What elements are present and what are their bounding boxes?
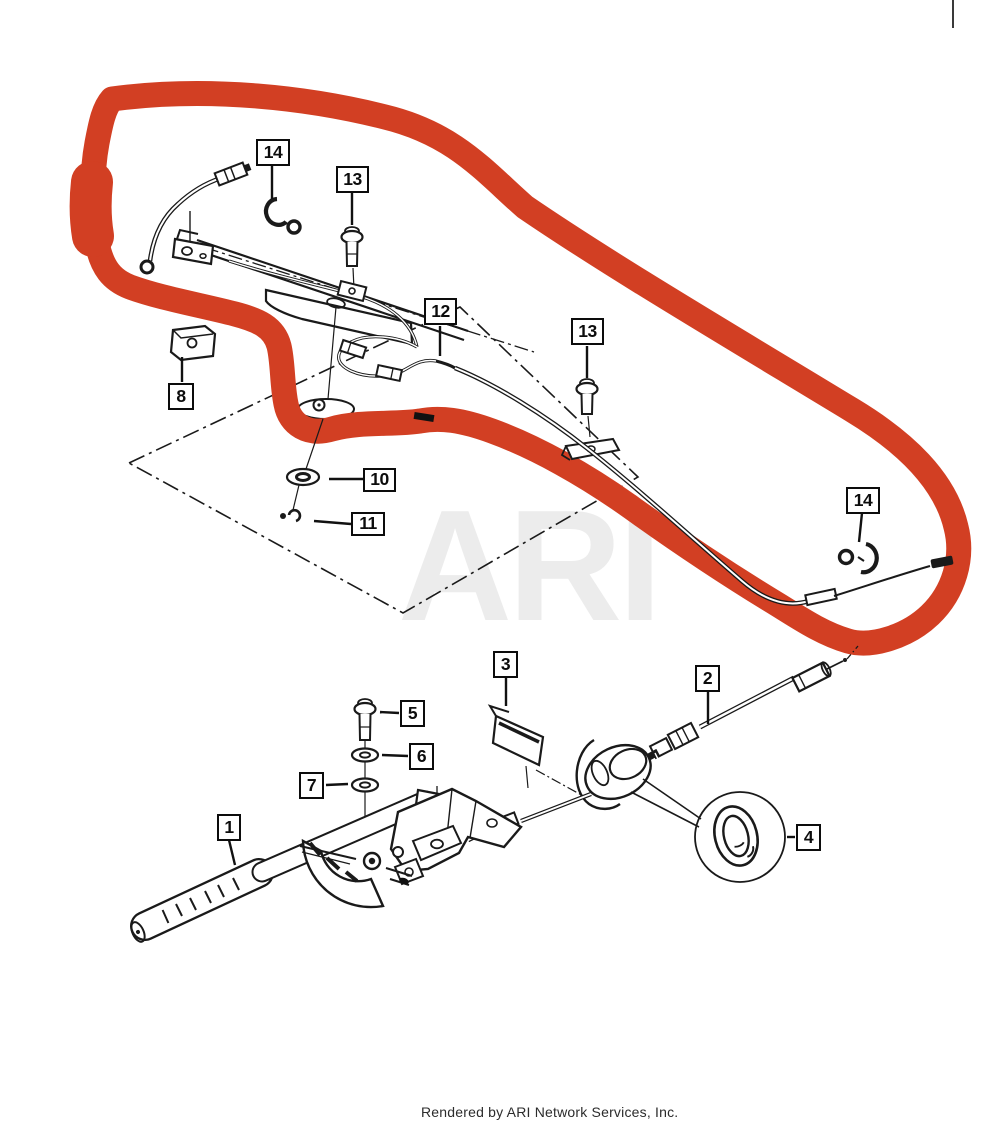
washer-and-clip <box>280 306 337 523</box>
clip-14-left <box>263 196 302 235</box>
callout-8[interactable]: 8 <box>168 383 194 410</box>
leader-lines <box>180 165 864 866</box>
clip-14-right <box>837 541 879 575</box>
upper-cable-end <box>139 161 252 275</box>
cable-upper-run <box>228 259 456 383</box>
callout-7[interactable]: 7 <box>299 772 324 799</box>
callout-5[interactable]: 5 <box>400 700 425 727</box>
callout-3[interactable]: 3 <box>493 651 518 678</box>
anchor-bracket <box>171 211 215 266</box>
pad-part3 <box>487 704 586 798</box>
bolt-13-left <box>340 226 364 267</box>
bolt-5-washers <box>350 698 438 846</box>
brake-lever-part1 <box>130 787 523 943</box>
callout-11[interactable]: 11 <box>351 512 385 536</box>
callout-13-upper-left[interactable]: 13 <box>336 166 369 193</box>
callout-14-right[interactable]: 14 <box>846 487 880 514</box>
callout-12[interactable]: 12 <box>424 298 457 325</box>
callout-2[interactable]: 2 <box>695 665 720 692</box>
phantom-floor-panel <box>127 306 640 614</box>
top-right-tick-mark <box>952 0 954 28</box>
callout-14-upper-left[interactable]: 14 <box>256 139 290 166</box>
callout-6[interactable]: 6 <box>409 743 434 770</box>
highlighted-cable-route <box>69 81 972 656</box>
callout-10[interactable]: 10 <box>363 468 396 492</box>
cable-part12-run <box>413 365 954 607</box>
callout-4[interactable]: 4 <box>796 824 821 851</box>
callout-1[interactable]: 1 <box>217 814 241 841</box>
bolt-13-right <box>560 378 621 461</box>
callout-13-middle[interactable]: 13 <box>571 318 604 345</box>
bracket-part8 <box>169 324 217 362</box>
footer-credit: Rendered by ARI Network Services, Inc. <box>421 1104 679 1120</box>
grommet-detail-part4 <box>694 791 786 883</box>
